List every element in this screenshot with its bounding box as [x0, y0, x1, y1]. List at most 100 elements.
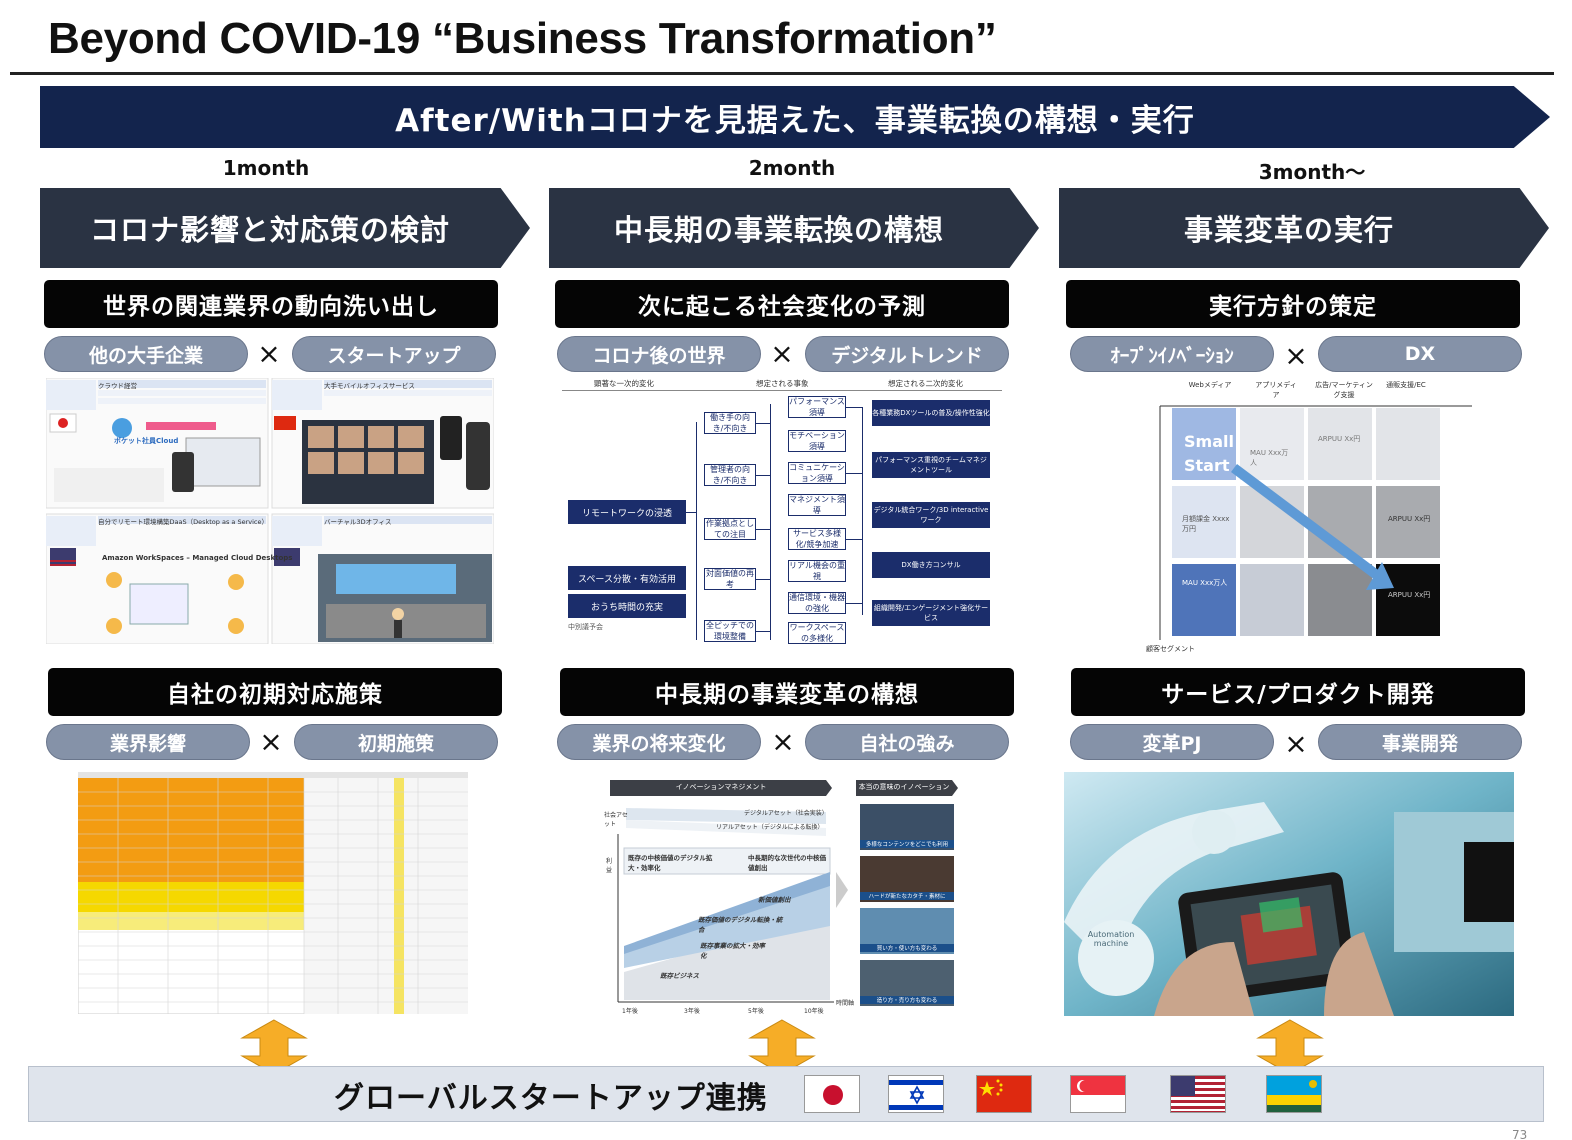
innovation-asset-real: リアルアセット（デジタルによる転換） [716, 824, 824, 831]
phase-chevron-2: 中長期の事業転換の構想 [549, 188, 1039, 268]
page-number: 73 [1512, 1128, 1528, 1140]
tree-mid-node: 全ピッチでの環境整備 [704, 620, 756, 642]
social-change-tree: 顕著な一次的変化 想定される事象 想定される二次的変化 リモートワークの浸透 ス… [562, 376, 1002, 644]
logo-text: ポケット社員Cloud [114, 437, 179, 445]
innovation-box-right: 中長期的な次世代の中核価値創出 [748, 854, 826, 872]
tree-connector [846, 603, 862, 604]
tree-header-1: 顕著な一次的変化 [594, 379, 654, 388]
tree-connector [846, 473, 862, 474]
times-sign: × [1284, 339, 1308, 372]
innovation-layer: 新価値創出 [758, 896, 791, 904]
small-start-line-2: Start [1184, 456, 1230, 475]
global-startup-label: グローバルスタートアップ連携 [334, 1081, 768, 1116]
innovation-box-left: 既存の中核価値のデジタル拡大・効率化 [628, 854, 713, 872]
top-heading-1: 世界の関連業界の動向洗い出し [44, 280, 498, 328]
pill-industry-impact: 業界影響 [46, 724, 250, 760]
innovation-layer: 既存価値のデジタル転換・統合 [698, 916, 783, 934]
tree-root-space: スペース分散・有効活用 [568, 566, 686, 590]
china-flag-icon [976, 1075, 1032, 1113]
innovation-asset-label: 社会アセット [604, 812, 628, 828]
usa-flag-icon [1170, 1075, 1226, 1113]
pill-company-strength: 自社の強み [805, 724, 1009, 760]
tree-outcome: DX働き方コンサル [872, 552, 990, 578]
thumb-caption: 造り方・売り方も変わる [860, 996, 954, 1004]
tree-header-rule [562, 390, 1002, 391]
matrix-cell-text: ARPUU Xx円 [1388, 515, 1431, 523]
japan-flag-icon [804, 1075, 860, 1113]
rwanda-flag-icon [1266, 1075, 1322, 1113]
tree-header-3: 想定される二次的変化 [888, 379, 963, 388]
bottom-heading-2: 中長期の事業変革の構想 [560, 668, 1014, 716]
singapore-flag-icon [1070, 1075, 1126, 1113]
matrix-col-header: アプリメディア [1255, 381, 1297, 399]
case-card-title-1: クラウド経営 [98, 382, 137, 390]
pill-post-corona-world: コロナ後の世界 [557, 336, 761, 372]
top-heading-2: 次に起こる社会変化の予測 [555, 280, 1009, 328]
tree-connector [686, 512, 696, 513]
thumb-caption: 多様なコンテンツをどこでも利用 [860, 840, 954, 848]
month-label-1: 1month [222, 156, 310, 180]
bottom-heading-3: サービス/プロダクト開発 [1071, 668, 1525, 716]
tree-mid-node: 働き手の向き/不向き [704, 412, 756, 434]
pill-transformation-pj: 変革PJ [1070, 724, 1274, 760]
tree-small-node: ワークスペースの多様化 [788, 622, 846, 644]
month-label-3: 3month〜 [1258, 160, 1366, 184]
pill-large-companies: 他の大手企業 [44, 336, 248, 372]
case-study-collage: ポケット社員Cloud Amazon WorkSpaces – Managed … [46, 378, 494, 644]
case-card-title-4: バーチャル3Dオフィス [324, 518, 392, 526]
matrix-cell-text: MAU Xxx万人 [1182, 579, 1228, 587]
thumb-caption: 買い方・使い方も変わる [860, 944, 954, 952]
product-title: Amazon WorkSpaces – Managed Cloud Deskto… [102, 554, 293, 562]
tree-connector [696, 422, 697, 640]
tree-mid-node: 作業拠点としての注目 [704, 518, 756, 540]
pill-startups: スタートアップ [292, 336, 496, 372]
pill-open-innovation: ｵｰﾌﾟﾝｲﾉﾍﾞｰｼｮﾝ [1070, 336, 1274, 372]
matrix-row-axis-label: 顧客セグメント [1146, 645, 1195, 653]
pill-business-development: 事業開発 [1318, 724, 1522, 760]
matrix-cell-text: MAU Xxx万人 [1250, 449, 1289, 467]
matrix-cell-text: 月額課金 Xxxx万円 [1182, 515, 1230, 533]
matrix-col-header: 通販支援/EC [1386, 381, 1426, 389]
tree-footnote: 中別議予会 [568, 623, 603, 631]
pill-initial-measures: 初期施策 [294, 724, 498, 760]
times-sign: × [771, 725, 795, 758]
phase-chevron-3: 事業変革の実行 [1059, 188, 1549, 268]
matrix-cell-text: ARPUU Xx円 [1388, 591, 1431, 599]
tree-outcome: パフォーマンス重視のチームマネジメントツール [872, 452, 990, 478]
israel-flag-icon [888, 1075, 944, 1113]
times-sign: × [257, 337, 281, 370]
tree-connector [756, 475, 770, 476]
tree-connector [756, 631, 770, 632]
factory-graphic [1064, 772, 1514, 1016]
innovation-x-tick: 1年後 [622, 1008, 638, 1015]
innovation-management-diagram: イノベーションマネジメント 本当の意味のイノベーション 社会アセット デジタルア… [604, 776, 960, 1022]
small-start-line-1: Small [1184, 432, 1234, 451]
tree-mid-node: 管理者の向き/不向き [704, 464, 756, 486]
tree-small-node: サービス多様化/競争加速 [788, 528, 846, 550]
spreadsheet-graphic [77, 771, 469, 1015]
tree-connector [756, 529, 770, 530]
automation-badge: Automation machine [1087, 930, 1135, 948]
page-title: Beyond COVID-19 “Business Transformation… [48, 14, 997, 63]
tree-outcome: 組織開発/エンゲージメント強化サービス [872, 600, 990, 626]
matrix-col-header: Webメディア [1188, 381, 1232, 389]
phase-chevron-1: コロナ影響と対応策の検討 [40, 188, 530, 268]
tree-connector [862, 407, 863, 615]
innovation-layer: 既存ビジネス [660, 972, 699, 980]
innovation-left-title: イノベーションマネジメント [675, 783, 767, 791]
matrix-grid [1159, 405, 1472, 640]
tree-connector [846, 407, 862, 408]
case-study-graphic [46, 378, 494, 644]
tree-outcome: 各種業務DXツールの普及/操作性強化 [872, 400, 990, 426]
pill-industry-future: 業界の将来変化 [557, 724, 761, 760]
tree-small-node: 通信環境・機器の強化 [788, 592, 846, 614]
pill-digital-trend: デジタルトレンド [805, 336, 1009, 372]
spreadsheet-screenshot [77, 771, 469, 1015]
main-banner: After/Withコロナを見据えた、事業転換の構想・実行 [40, 86, 1550, 148]
innovation-x-tick: 10年後 [804, 1008, 824, 1015]
tree-small-node: モチベーション須導 [788, 430, 846, 452]
small-start-callout: Small Start [1184, 430, 1234, 478]
times-sign: × [770, 337, 794, 370]
matrix-col-header: 広告/マーケティング支援 [1315, 381, 1373, 399]
innovation-y-label: 利益 [606, 858, 613, 874]
